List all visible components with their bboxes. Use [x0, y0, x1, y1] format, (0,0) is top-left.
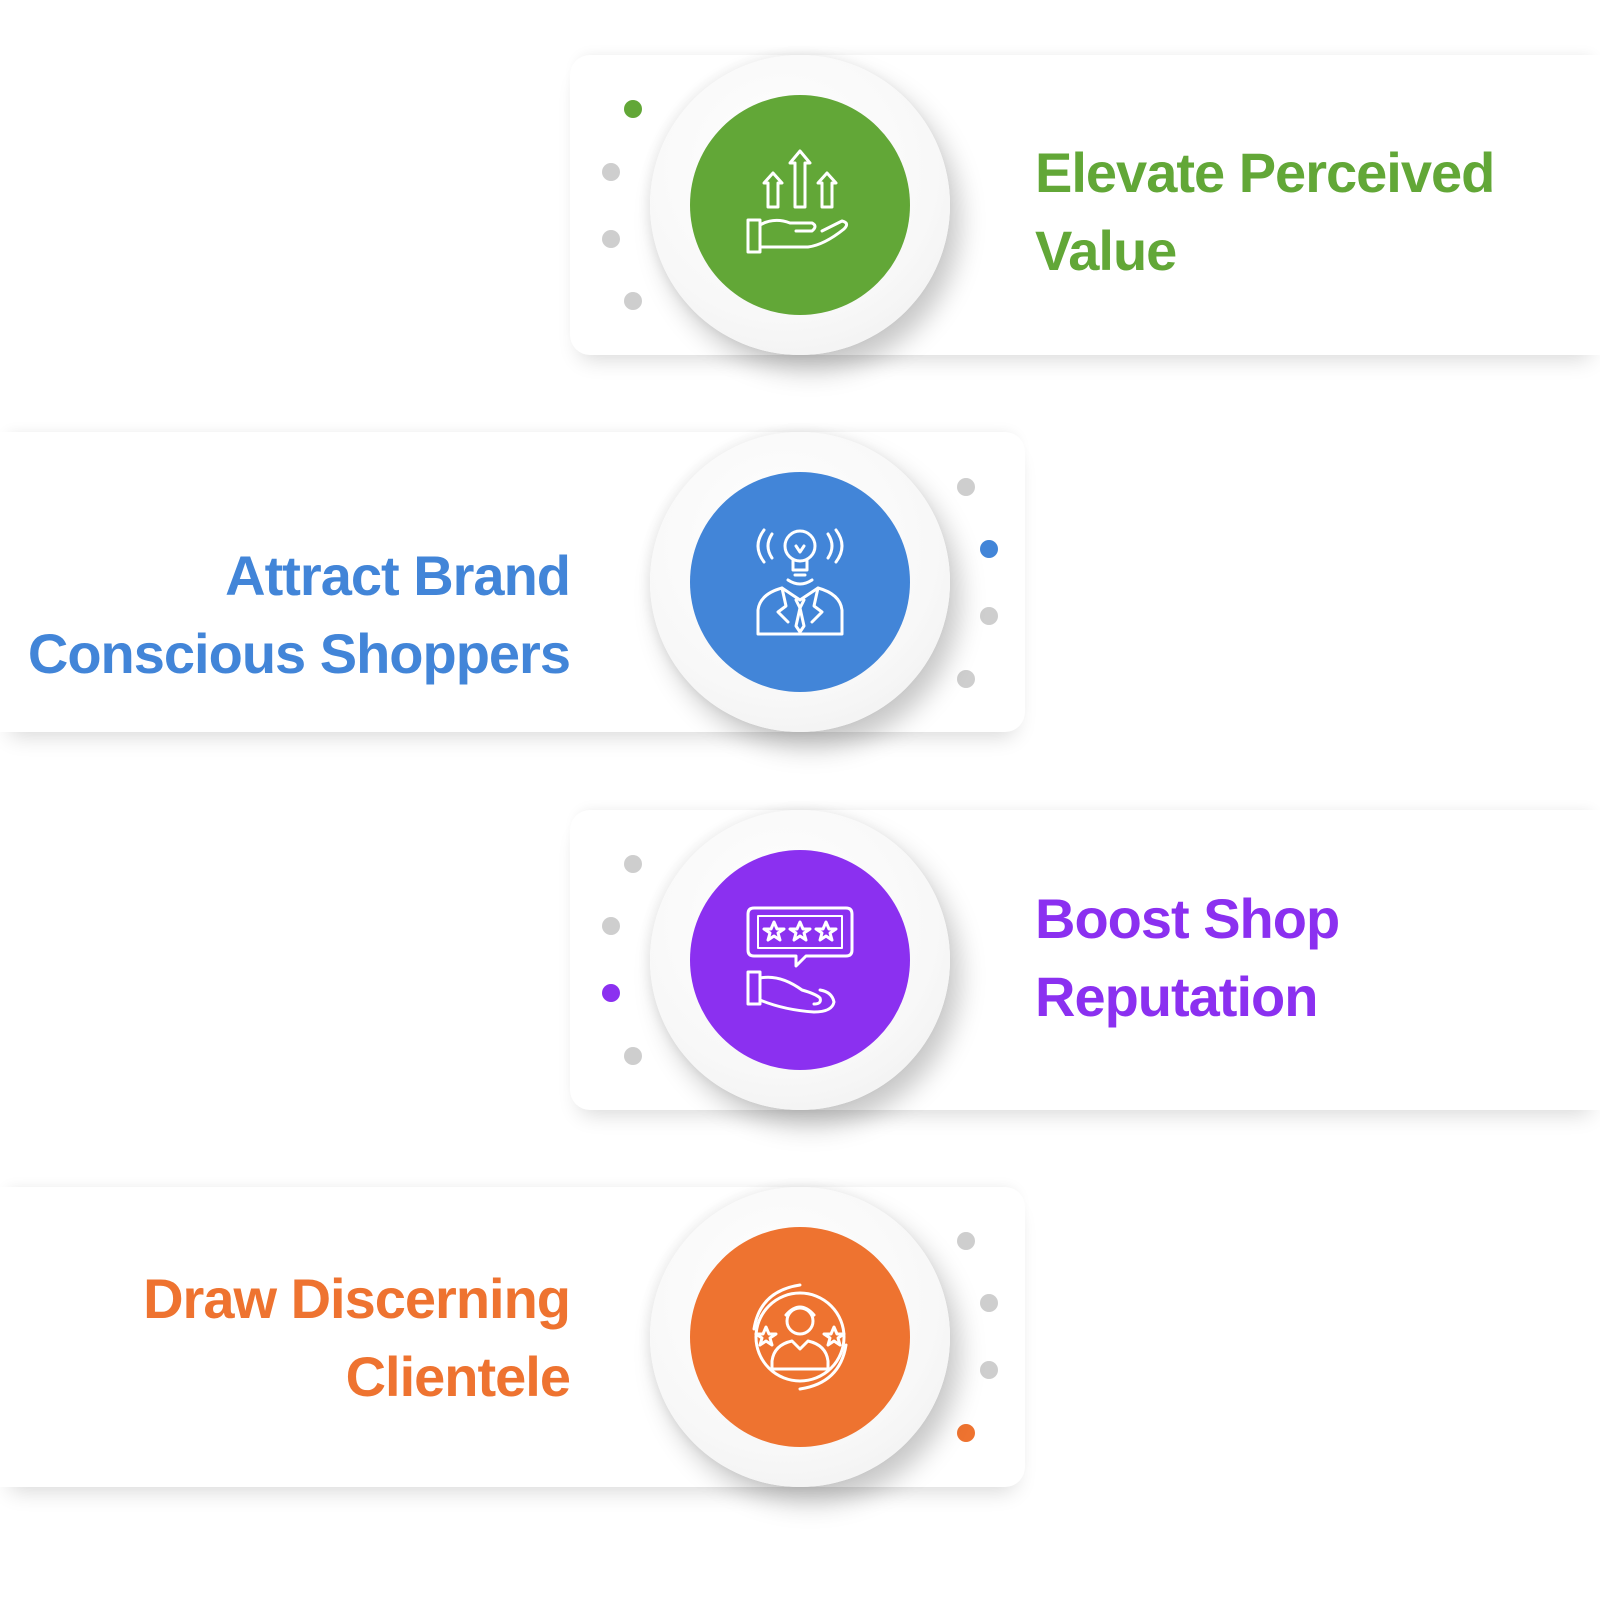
step-4-icon-badge — [690, 1227, 910, 1447]
step-4-dot-3 — [980, 1361, 998, 1379]
step-1-dot-4 — [624, 292, 642, 310]
step-3-dot-2 — [602, 917, 620, 935]
step-3-dot-4 — [624, 1047, 642, 1065]
step-3-label-line-2: Reputation — [1035, 965, 1318, 1028]
person-lightbulb-icon — [756, 528, 844, 636]
step-2-label: Attract Brand Conscious Shoppers — [27, 537, 571, 693]
step-2-dot-1 — [957, 478, 975, 496]
step-3-icon-badge — [690, 850, 910, 1070]
step-3-circle — [650, 810, 950, 1110]
step-2-label-line-1: Attract Brand — [225, 544, 571, 607]
step-3-label: Boost Shop Reputation — [1035, 880, 1340, 1036]
step-1-label-line-1: Elevate Perceived — [1035, 141, 1495, 204]
step-1-dot-2 — [602, 163, 620, 181]
step-2-circle — [650, 432, 950, 732]
step-4-dot-4 — [957, 1424, 975, 1442]
step-3-dot-1 — [624, 855, 642, 873]
step-4-circle — [650, 1187, 950, 1487]
step-3-label-line-1: Boost Shop — [1035, 887, 1340, 950]
step-1-label: Elevate Perceived Value — [1035, 134, 1495, 290]
step-2-icon-badge — [690, 472, 910, 692]
step-4-dot-1 — [957, 1232, 975, 1250]
step-4-label-line-1: Draw Discerning — [143, 1267, 571, 1330]
step-1-circle — [650, 55, 950, 355]
step-4-label: Draw Discerning Clientele — [143, 1260, 571, 1416]
step-2-label-line-2: Conscious Shoppers — [27, 622, 571, 685]
step-4-dot-2 — [980, 1294, 998, 1312]
step-3-dot-3 — [602, 984, 620, 1002]
step-2-dot-4 — [957, 670, 975, 688]
step-1-dot-3 — [602, 230, 620, 248]
step-1-dot-1 — [624, 100, 642, 118]
step-4-label-line-2: Clientele — [345, 1345, 571, 1408]
step-2-dot-3 — [980, 607, 998, 625]
step-1-icon-badge — [690, 95, 910, 315]
hand-arrows-up-icon — [746, 149, 849, 254]
step-1-label-line-2: Value — [1035, 219, 1177, 282]
client-stars-icon — [752, 1283, 848, 1391]
hand-rating-stars-icon — [746, 906, 854, 1014]
step-2-dot-2 — [980, 540, 998, 558]
